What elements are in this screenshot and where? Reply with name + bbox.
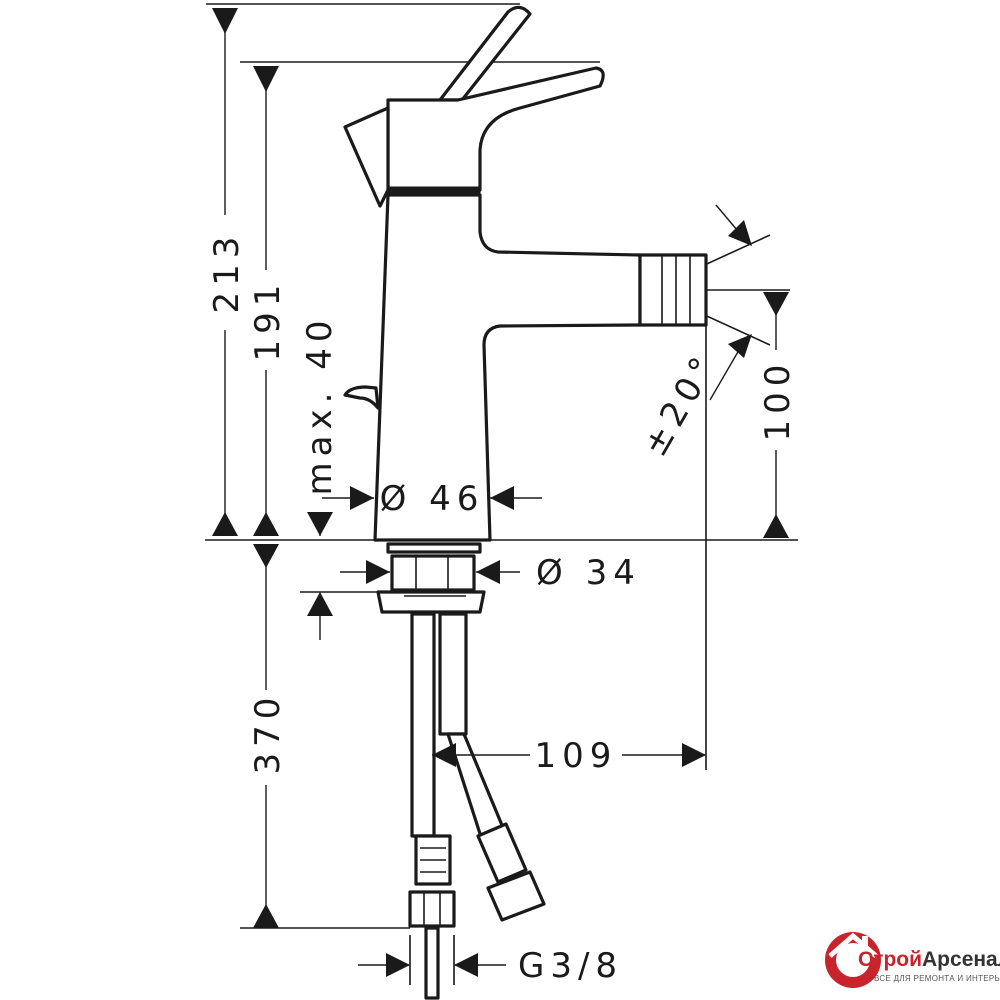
brand-tagline: ВСЕ ДЛЯ РЕМОНТА И ИНТЕРЬЕРА xyxy=(874,974,1000,983)
mounting-stud xyxy=(390,554,476,592)
label-370: 370 xyxy=(248,692,288,775)
hose-left-nut xyxy=(408,890,456,928)
hose-right-upper xyxy=(438,612,468,736)
handle-ring xyxy=(387,186,481,195)
label-max-40: max. 40 xyxy=(300,315,340,496)
dimension-lines xyxy=(212,8,789,977)
label-109: 109 xyxy=(535,736,618,776)
label-213: 213 xyxy=(207,231,247,314)
label-diameter-34: Ø 34 xyxy=(536,553,641,593)
dim-213-arrow-bottom xyxy=(212,512,238,536)
lever-closed xyxy=(343,106,390,208)
label-angle-20: ±20° xyxy=(635,346,726,464)
brand-name: СтройАрсенал xyxy=(858,948,1000,971)
house-roof-logo-icon xyxy=(825,932,881,988)
label-diameter-46: Ø 46 xyxy=(380,479,485,519)
hose-left xyxy=(410,612,436,838)
base-washer xyxy=(386,542,482,554)
dim-213-arrow-top xyxy=(212,8,238,34)
lever-open-outline xyxy=(438,5,532,102)
label-g3-8: G3/8 xyxy=(518,946,623,986)
faucet xyxy=(343,5,708,542)
label-100: 100 xyxy=(758,359,798,442)
pop-up-knob xyxy=(343,385,380,410)
handle-head xyxy=(386,66,605,192)
hose-right-lower xyxy=(446,732,506,842)
mounting xyxy=(376,542,546,1000)
aerator xyxy=(638,253,708,327)
hose-left-thread xyxy=(424,926,440,1000)
hose-right-nut xyxy=(486,870,546,922)
fixing-nut xyxy=(376,590,486,614)
label-191: 191 xyxy=(248,279,288,362)
brand-watermark: СтройАрсенал ВСЕ ДЛЯ РЕМОНТА И ИНТЕРЬЕРА xyxy=(818,918,1000,1000)
hose-right-crimp xyxy=(476,822,528,884)
